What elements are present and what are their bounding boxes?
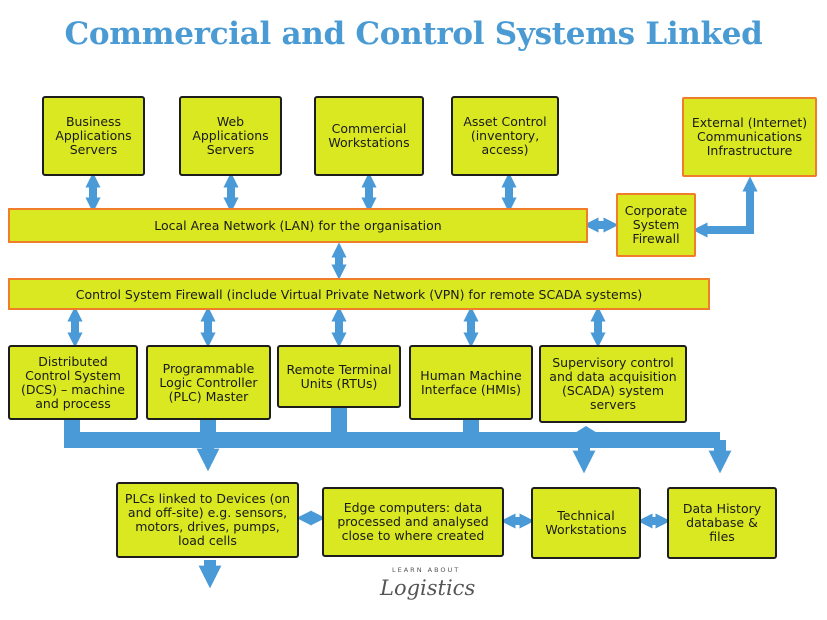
scada-arrowhead	[570, 426, 602, 446]
corporate-firewall-box: Corporate System Firewall	[616, 193, 696, 257]
scada-box: Supervisory control and data acquisition…	[539, 345, 687, 423]
logo-top-text: LEARN ABOUT	[392, 566, 461, 574]
edge-computers-box: Edge computers: data processed and analy…	[322, 487, 504, 557]
business-applications-servers-box: Business Applications Servers	[42, 96, 145, 176]
learn-about-logistics-logo: LEARN ABOUT Logistics	[372, 566, 475, 610]
plcs-devices-box: PLCs linked to Devices (on and off-site)…	[116, 482, 299, 558]
web-applications-servers-box: Web Applications Servers	[179, 96, 282, 176]
hmi-box: Human Machine Interface (HMIs)	[409, 345, 533, 420]
technical-workstations-box: Technical Workstations	[531, 487, 641, 559]
diagram-title: Commercial and Control Systems Linked	[64, 16, 763, 52]
logo-bottom-text: Logistics	[380, 576, 476, 600]
dcs-box: Distributed Control System (DCS) – machi…	[8, 345, 138, 420]
control-system-firewall-bar: Control System Firewall (include Virtual…	[8, 278, 710, 310]
asset-control-box: Asset Control (inventory, access)	[451, 96, 559, 176]
commercial-workstations-box: Commercial Workstations	[314, 96, 424, 176]
plc-master-box: Programmable Logic Controller (PLC) Mast…	[146, 345, 271, 420]
data-history-box: Data History database & files	[667, 487, 777, 559]
lan-bar: Local Area Network (LAN) for the organis…	[8, 208, 588, 243]
external-communications-box: External (Internet) Communications Infra…	[682, 97, 817, 177]
rtu-box: Remote Terminal Units (RTUs)	[277, 345, 401, 408]
arrow-firewall-external	[692, 176, 758, 238]
